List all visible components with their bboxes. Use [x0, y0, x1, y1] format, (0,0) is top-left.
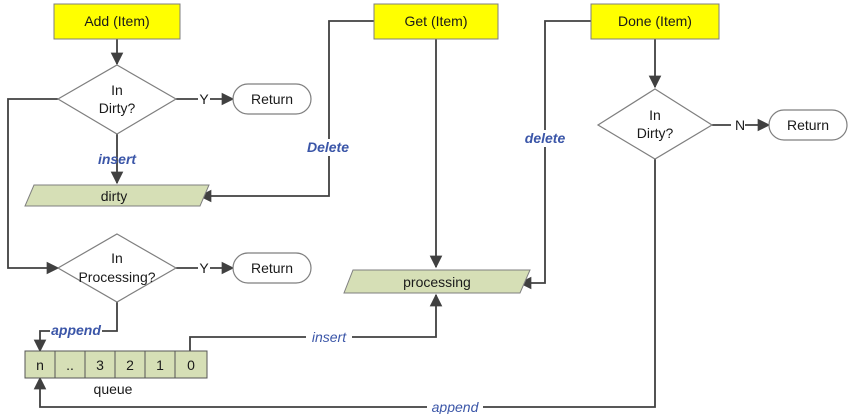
- return-terminal-1: Return: [232, 83, 312, 115]
- done-item-box: Done (Item): [590, 3, 720, 40]
- processing-store: processing: [343, 269, 531, 294]
- decision-in-dirty-add: In Dirty?: [56, 64, 178, 135]
- branch-label-y2: Y: [199, 260, 209, 276]
- queue: n .. 3 2 1 0 queue: [24, 350, 208, 397]
- queue-cell-1: 1: [156, 357, 164, 373]
- edge-label-delete-done: delete: [525, 130, 566, 146]
- queue-label: queue: [94, 381, 133, 397]
- edge-label-append-queue: append: [51, 322, 101, 338]
- queue-cell: [174, 350, 208, 379]
- decision-in-dirty-done: In Dirty?: [596, 88, 714, 160]
- done-item-label: Done (Item): [618, 13, 692, 29]
- dirty-store: dirty: [24, 184, 210, 207]
- get-item-label: Get (Item): [404, 13, 467, 29]
- decision-in-dirty-done-line2: Dirty?: [637, 125, 674, 141]
- queue-cell-2: 2: [126, 357, 134, 373]
- edge-no-to-processing-check: [7, 98, 60, 275]
- decision-in-processing: In Processing?: [56, 233, 178, 303]
- decision-in-dirty-done-line1: In: [649, 107, 661, 123]
- return-terminal-3-label: Return: [787, 117, 829, 133]
- decision-in-processing-line1: In: [111, 250, 123, 266]
- queue-cell-ellipsis: ..: [66, 357, 74, 373]
- return-terminal-2: Return: [232, 252, 312, 284]
- edge-label-insert-dirty: insert: [98, 151, 137, 167]
- decision-in-dirty-add-line1: In: [111, 82, 123, 98]
- add-item-label: Add (Item): [84, 13, 149, 29]
- edge-label-append-bottom: append: [432, 399, 480, 414]
- queue-cell-0: 0: [187, 357, 195, 373]
- edge-append-bottom-queue: [33, 159, 656, 408]
- edge-label-insert-processing: insert: [312, 329, 347, 345]
- return-terminal-1-label: Return: [251, 91, 293, 107]
- branch-label-n1: N: [735, 117, 745, 133]
- processing-store-label: processing: [403, 274, 471, 290]
- queue-cell-3: 3: [96, 357, 104, 373]
- return-terminal-2-label: Return: [251, 260, 293, 276]
- get-item-box: Get (Item): [373, 3, 499, 40]
- queue-cell-n: n: [36, 357, 44, 373]
- dirty-store-label: dirty: [101, 188, 127, 204]
- edge-get-delete-dirty: [198, 20, 374, 203]
- decision-in-processing-line2: Processing?: [78, 269, 155, 285]
- decision-in-dirty-add-line2: Dirty?: [99, 100, 136, 116]
- branch-label-y1: Y: [199, 91, 209, 107]
- edge-done-delete-processing: [518, 20, 591, 290]
- queue-cell: [114, 350, 146, 379]
- return-terminal-3: Return: [768, 109, 848, 141]
- queue-cell: [84, 350, 116, 379]
- add-item-box: Add (Item): [53, 3, 181, 40]
- queue-cell: [54, 350, 86, 379]
- edge-label-delete-get: Delete: [307, 139, 349, 155]
